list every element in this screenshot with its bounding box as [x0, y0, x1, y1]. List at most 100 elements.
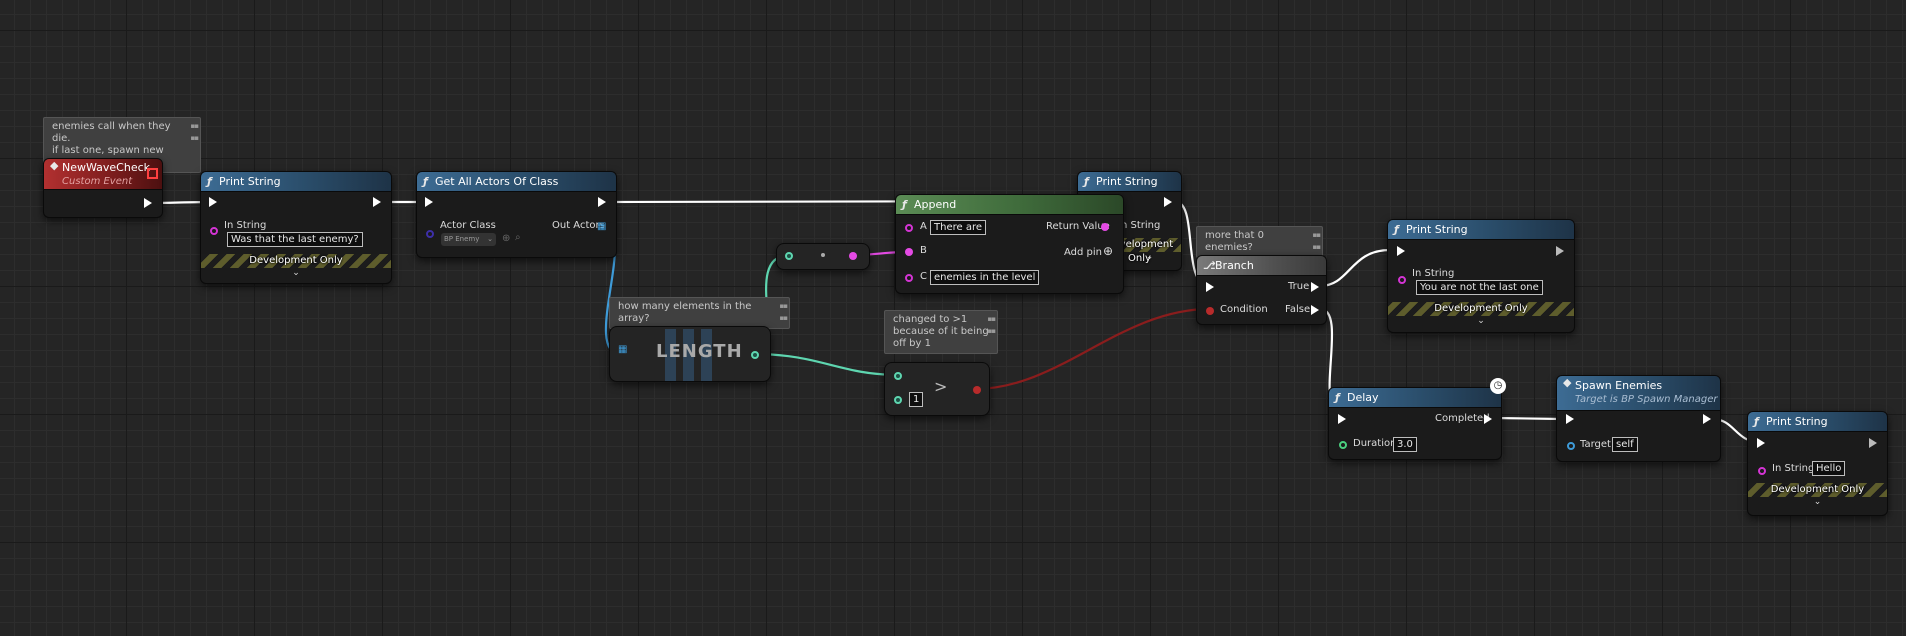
in-string-label: In String	[1412, 268, 1455, 279]
actor-class-value: BP Enemy	[444, 235, 480, 243]
target-pin[interactable]	[1567, 442, 1575, 450]
exec-in-pin[interactable]	[1338, 414, 1346, 424]
exec-out-pin[interactable]	[1164, 197, 1172, 207]
development-only-bar: Development Only	[201, 254, 391, 268]
append-a-field[interactable]: There are	[930, 220, 986, 235]
actor-class-pin[interactable]	[426, 230, 434, 238]
exec-in-pin[interactable]	[1397, 246, 1405, 256]
condition-label: Condition	[1220, 304, 1268, 315]
exec-in-pin[interactable]	[1566, 414, 1574, 424]
node-subtitle: Custom Event	[62, 176, 133, 187]
condition-pin[interactable]	[1206, 307, 1214, 315]
exec-out-pin[interactable]	[1869, 438, 1877, 448]
node-title: Spawn Enemies	[1575, 379, 1663, 392]
append-c-field[interactable]: enemies in the level	[930, 270, 1040, 285]
comment-array[interactable]: how many elements in the array? ▪▪▪▪	[609, 297, 790, 329]
branch-node[interactable]: ⎇ Branch Condition True False	[1196, 255, 1327, 325]
actor-class-dropdown[interactable]: BP Enemy ⌄	[441, 233, 496, 246]
exec-in-pin[interactable]	[1206, 282, 1214, 292]
compare-a-pin[interactable]	[894, 372, 902, 380]
custom-event-node[interactable]: ◆ NewWaveCheck Custom Event	[43, 158, 163, 218]
compare-b-field[interactable]: 1	[909, 392, 924, 407]
int-wire-length-compare	[753, 352, 900, 377]
append-a-label: A	[920, 221, 927, 232]
true-exec-pin[interactable]	[1311, 282, 1319, 292]
expand-chevron-icon[interactable]: ⌄	[1813, 497, 1822, 507]
comment-text: how many elements in the array?	[618, 301, 752, 324]
expand-chevron-icon[interactable]: ⌄	[292, 268, 300, 278]
comment-grip-icon[interactable]: ▪▪▪▪	[1312, 231, 1321, 251]
exec-out-pin[interactable]	[144, 198, 152, 208]
length-out-pin[interactable]	[751, 351, 759, 359]
conversion-node[interactable]	[776, 243, 870, 270]
greater-than-node[interactable]: 1 >	[884, 362, 990, 416]
array-in-pin-icon[interactable]: ▦	[618, 344, 628, 355]
expand-chevron-icon[interactable]: ⌄	[1145, 252, 1154, 262]
in-string-pin[interactable]	[1758, 467, 1766, 475]
append-c-pin[interactable]	[905, 274, 913, 282]
print-string-node-3[interactable]: ƒ Print String In String You are not the…	[1387, 219, 1575, 333]
append-a-pin[interactable]	[905, 224, 913, 232]
function-icon: ƒ	[902, 198, 907, 211]
function-icon: ƒ	[1084, 175, 1089, 188]
print-string-node[interactable]: ƒ Print String In String Was that the la…	[200, 171, 392, 284]
latent-clock-icon: ◷	[1490, 378, 1506, 394]
spawn-enemies-node[interactable]: ◆ Spawn Enemies Target is BP Spawn Manag…	[1556, 375, 1721, 462]
compare-b-pin[interactable]	[894, 396, 902, 404]
delay-node[interactable]: ƒ Delay Completed Duration 3.0	[1328, 387, 1502, 460]
comment-text: more that 0 enemies?	[1205, 230, 1264, 253]
target-field[interactable]: self	[1612, 437, 1638, 452]
exec-out-pin[interactable]	[373, 197, 381, 207]
completed-exec-pin[interactable]	[1484, 414, 1492, 424]
comment-compare[interactable]: changed to >1 because of it being off by…	[884, 310, 998, 354]
duration-field[interactable]: 3.0	[1393, 437, 1417, 452]
duration-pin[interactable]	[1339, 441, 1347, 449]
exec-in-pin[interactable]	[209, 197, 217, 207]
node-title: Print String	[1096, 175, 1158, 188]
in-string-label: In String	[1772, 463, 1815, 474]
in-string-field[interactable]: Hello	[1812, 461, 1846, 476]
comment-grip-icon[interactable]: ▪▪▪▪	[190, 122, 199, 142]
return-value-pin[interactable]	[1101, 223, 1109, 231]
node-header: ƒ Append	[896, 195, 1123, 215]
exec-out-pin[interactable]	[1556, 246, 1564, 256]
comment-grip-icon[interactable]: ▪▪▪▪	[779, 302, 788, 322]
in-string-pin[interactable]	[210, 227, 218, 235]
comment-grip-icon[interactable]: ▪▪▪▪	[987, 315, 996, 335]
conversion-in-pin[interactable]	[785, 252, 793, 260]
add-pin-label[interactable]: Add pin	[1064, 247, 1103, 258]
function-icon: ƒ	[1335, 391, 1340, 404]
development-only-bar: Development Only	[1388, 302, 1574, 316]
browse-search-icon[interactable]: ⌕	[515, 232, 521, 243]
node-title: Print String	[219, 175, 281, 188]
print-string-node-4[interactable]: ƒ Print String In String Hello Developme…	[1747, 411, 1888, 516]
exec-in-pin[interactable]	[425, 197, 433, 207]
compare-out-pin[interactable]	[973, 386, 981, 394]
false-exec-pin[interactable]	[1311, 305, 1319, 315]
in-string-pin[interactable]	[1398, 276, 1406, 284]
node-title: Delay	[1347, 391, 1379, 404]
in-string-field[interactable]: Was that the last enemy?	[227, 232, 363, 247]
in-string-field[interactable]: You are not the last one	[1416, 280, 1543, 295]
comment-text: because of it being	[893, 326, 989, 337]
exec-out-pin[interactable]	[1703, 414, 1711, 424]
length-node[interactable]: LENGTH ▦	[609, 326, 771, 382]
operator-label: >	[934, 377, 948, 396]
actor-class-label: Actor Class	[440, 220, 496, 231]
add-pin-plus-icon[interactable]: ⊕	[1103, 244, 1114, 258]
node-header: ƒ Delay	[1329, 388, 1501, 408]
comment-branch[interactable]: more that 0 enemies? ▪▪▪▪	[1196, 226, 1323, 258]
expand-chevron-icon[interactable]: ⌄	[1477, 316, 1485, 326]
exec-in-pin[interactable]	[1757, 438, 1765, 448]
exec-out-pin[interactable]	[598, 197, 606, 207]
append-b-pin[interactable]	[905, 248, 913, 256]
array-grid-icon[interactable]: ▦	[597, 221, 607, 232]
get-all-actors-node[interactable]: ƒ Get All Actors Of Class Actor Class BP…	[416, 171, 617, 258]
append-node[interactable]: ƒ Append A There are B C enemies in the …	[895, 194, 1124, 294]
conversion-dot-icon	[821, 253, 825, 257]
conversion-out-pin[interactable]	[849, 252, 857, 260]
use-selected-icon[interactable]: ⊕	[502, 233, 511, 244]
node-header: ƒ Print String	[1388, 220, 1574, 240]
node-title: Print String	[1766, 415, 1828, 428]
delegate-pin-icon[interactable]	[147, 168, 158, 179]
